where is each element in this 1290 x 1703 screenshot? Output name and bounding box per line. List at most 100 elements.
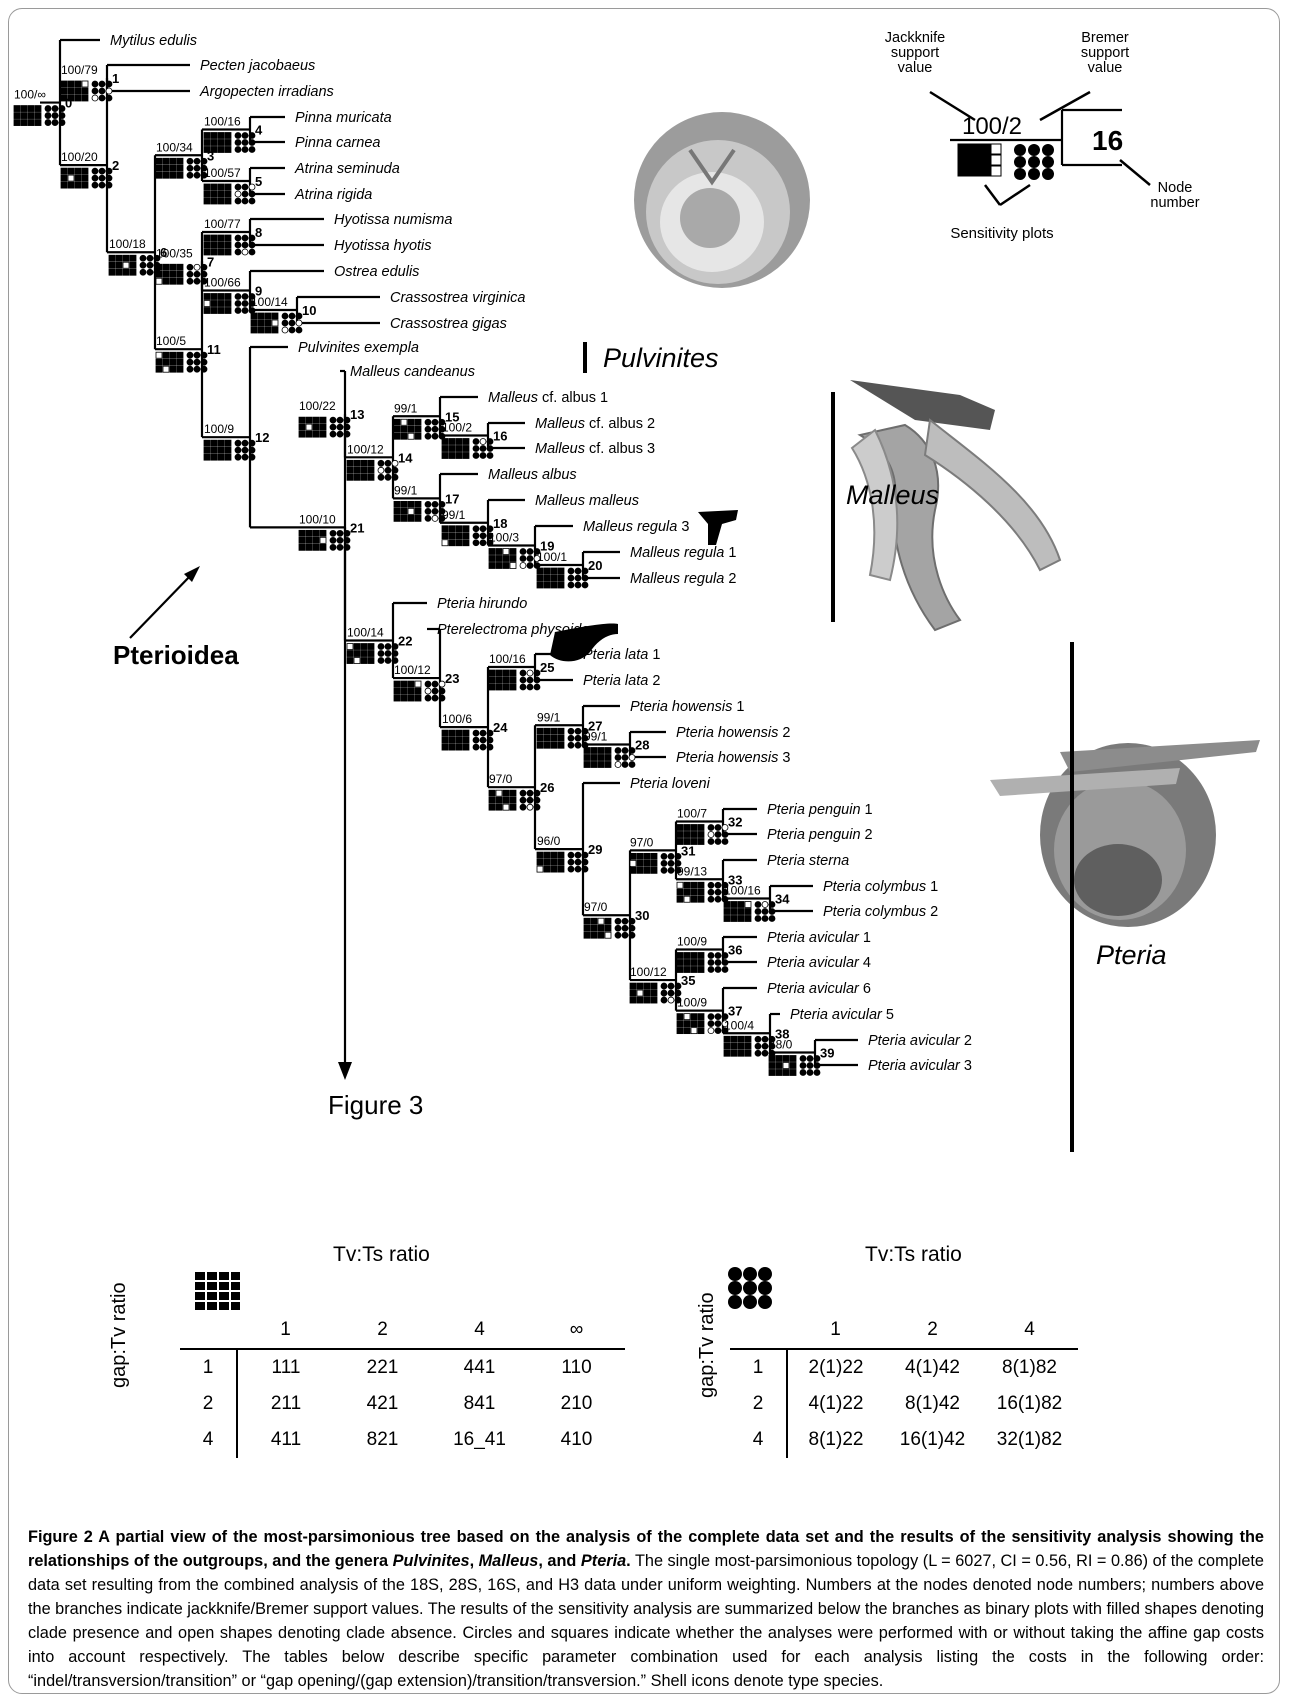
table-cell: 211 bbox=[270, 1393, 302, 1414]
col-header: 4 bbox=[431, 1312, 528, 1350]
taxon-label: Pecten jacobaeus bbox=[200, 58, 315, 74]
node-number: 2 bbox=[112, 158, 119, 173]
support-value: 100/6 bbox=[442, 712, 472, 726]
taxon-label: Pteria lata 2 bbox=[583, 673, 660, 689]
sensitivity-plot bbox=[676, 1013, 729, 1035]
support-value: 100/14 bbox=[347, 626, 384, 640]
sensitivity-plot bbox=[108, 254, 161, 276]
caption-title: Figure 2 A partial view of the most-pars… bbox=[28, 1528, 1264, 1570]
node-number: 37 bbox=[728, 1004, 742, 1019]
sensitivity-plot bbox=[629, 852, 682, 874]
node-number: 31 bbox=[681, 843, 695, 858]
support-value: 100/3 bbox=[489, 531, 519, 545]
row-header: 1 bbox=[730, 1349, 788, 1386]
node-number: 15 bbox=[445, 409, 459, 424]
taxon-label: Pteria avicular 6 bbox=[767, 981, 871, 997]
taxon-label: Pteria colymbus 1 bbox=[823, 879, 938, 895]
support-value: 100/7 bbox=[677, 807, 707, 821]
clade-label-pulvinites: Pulvinites bbox=[603, 343, 719, 373]
sensitivity-plot bbox=[723, 901, 776, 922]
taxon-label: Crassostrea virginica bbox=[390, 290, 525, 306]
sensitivity-plot bbox=[723, 1035, 776, 1057]
row-header: 2 bbox=[730, 1386, 788, 1422]
pulvinites-shell-photo bbox=[634, 112, 810, 288]
support-value: 100/77 bbox=[204, 217, 241, 231]
sensitivity-plot bbox=[441, 438, 494, 459]
node-label: Node bbox=[1158, 180, 1193, 196]
table-circles-axis: gap:Tv ratio bbox=[696, 1292, 718, 1398]
sensitivity-plot bbox=[536, 567, 589, 589]
support-value: 100/∞ bbox=[14, 88, 46, 102]
taxon-label: Pteria avicular 1 bbox=[767, 930, 871, 946]
support-value: 99/13 bbox=[677, 864, 707, 878]
node-number: 20 bbox=[588, 558, 602, 573]
table-cell: 2(1)22 bbox=[808, 1357, 864, 1378]
taxon-label: Malleus malleus bbox=[535, 493, 639, 509]
support-value: 100/2 bbox=[442, 421, 472, 435]
node-number: 9 bbox=[255, 284, 262, 299]
table-cell: 8(1)22 bbox=[808, 1429, 864, 1450]
taxon-label: Malleus albus bbox=[488, 467, 577, 483]
sensitivity-plot bbox=[536, 851, 589, 873]
table-squares-title: Tv:Ts ratio bbox=[333, 1243, 430, 1266]
pteria-shell-photo bbox=[990, 740, 1260, 927]
support-value: 99/1 bbox=[584, 730, 608, 744]
taxon-label: Pteria avicular 3 bbox=[868, 1058, 972, 1074]
sensitivity-plot bbox=[155, 351, 208, 373]
node-number: 25 bbox=[540, 660, 554, 675]
node-number: 33 bbox=[728, 872, 742, 887]
clade-label-pterioidea: Pterioidea bbox=[113, 640, 239, 670]
clade-bar-malleus bbox=[831, 392, 835, 622]
bremer-label: value bbox=[1088, 60, 1123, 76]
node-number: 35 bbox=[681, 973, 695, 988]
support-value: 100/16 bbox=[204, 115, 241, 129]
support-value: 100/66 bbox=[204, 276, 241, 290]
sensitivity-label: Sensitivity plots bbox=[950, 225, 1053, 242]
node-number: 3 bbox=[207, 148, 214, 163]
table-squares-icon bbox=[195, 1270, 240, 1310]
node-number: 13 bbox=[350, 407, 364, 422]
sensitivity-plot bbox=[629, 982, 682, 1004]
node-number: 34 bbox=[775, 892, 790, 907]
taxon-label: Pteria avicular 5 bbox=[790, 1007, 894, 1023]
support-value: 100/12 bbox=[630, 965, 667, 979]
taxon-label: Atrina rigida bbox=[294, 187, 372, 203]
taxon-label: Hyotissa numisma bbox=[334, 212, 452, 228]
col-header: 4 bbox=[981, 1312, 1078, 1350]
support-value: 100/22 bbox=[299, 399, 336, 413]
sensitivity-plot bbox=[346, 459, 399, 481]
support-value: 100/12 bbox=[347, 442, 384, 456]
support-value: 100/12 bbox=[394, 663, 431, 677]
sensitivity-plot bbox=[203, 439, 256, 461]
sensitivity-plot bbox=[583, 747, 636, 768]
support-value: 100/9 bbox=[677, 935, 707, 949]
sensitivity-plot bbox=[346, 643, 399, 664]
row-header: 4 bbox=[180, 1422, 238, 1458]
sensitivity-plot bbox=[441, 729, 494, 751]
node-number: 28 bbox=[635, 738, 649, 753]
sensitivity-plot bbox=[298, 416, 351, 438]
pteria-hirundo-shell-icon bbox=[550, 623, 618, 662]
shell-photos bbox=[550, 112, 1260, 927]
figure3-arrow-head bbox=[338, 1062, 352, 1080]
taxon-label: Pteria penguin 1 bbox=[767, 802, 873, 818]
caption-body: The single most-parsimonious topology (L… bbox=[28, 1552, 1264, 1690]
taxon-label: Malleus regula 3 bbox=[583, 519, 689, 535]
col-header: 2 bbox=[884, 1312, 981, 1350]
sensitivity-plot bbox=[393, 418, 446, 440]
table-cell: 8(1)42 bbox=[905, 1393, 960, 1414]
taxon-label: Ostrea edulis bbox=[334, 264, 419, 280]
node-number: 14 bbox=[398, 450, 413, 465]
jackknife-label: support bbox=[891, 45, 939, 61]
taxon-label: Pteria loveni bbox=[630, 776, 711, 792]
node-number: 6 bbox=[160, 245, 167, 260]
taxon-label: Mytilus edulis bbox=[110, 33, 197, 49]
taxon-label: Pulvinites exempla bbox=[298, 340, 419, 356]
col-header: 1 bbox=[237, 1312, 334, 1350]
bremer-label: support bbox=[1081, 45, 1129, 61]
sensitivity-plot bbox=[441, 525, 494, 547]
support-value: 100/34 bbox=[156, 140, 193, 154]
table-cell: 421 bbox=[366, 1393, 399, 1414]
